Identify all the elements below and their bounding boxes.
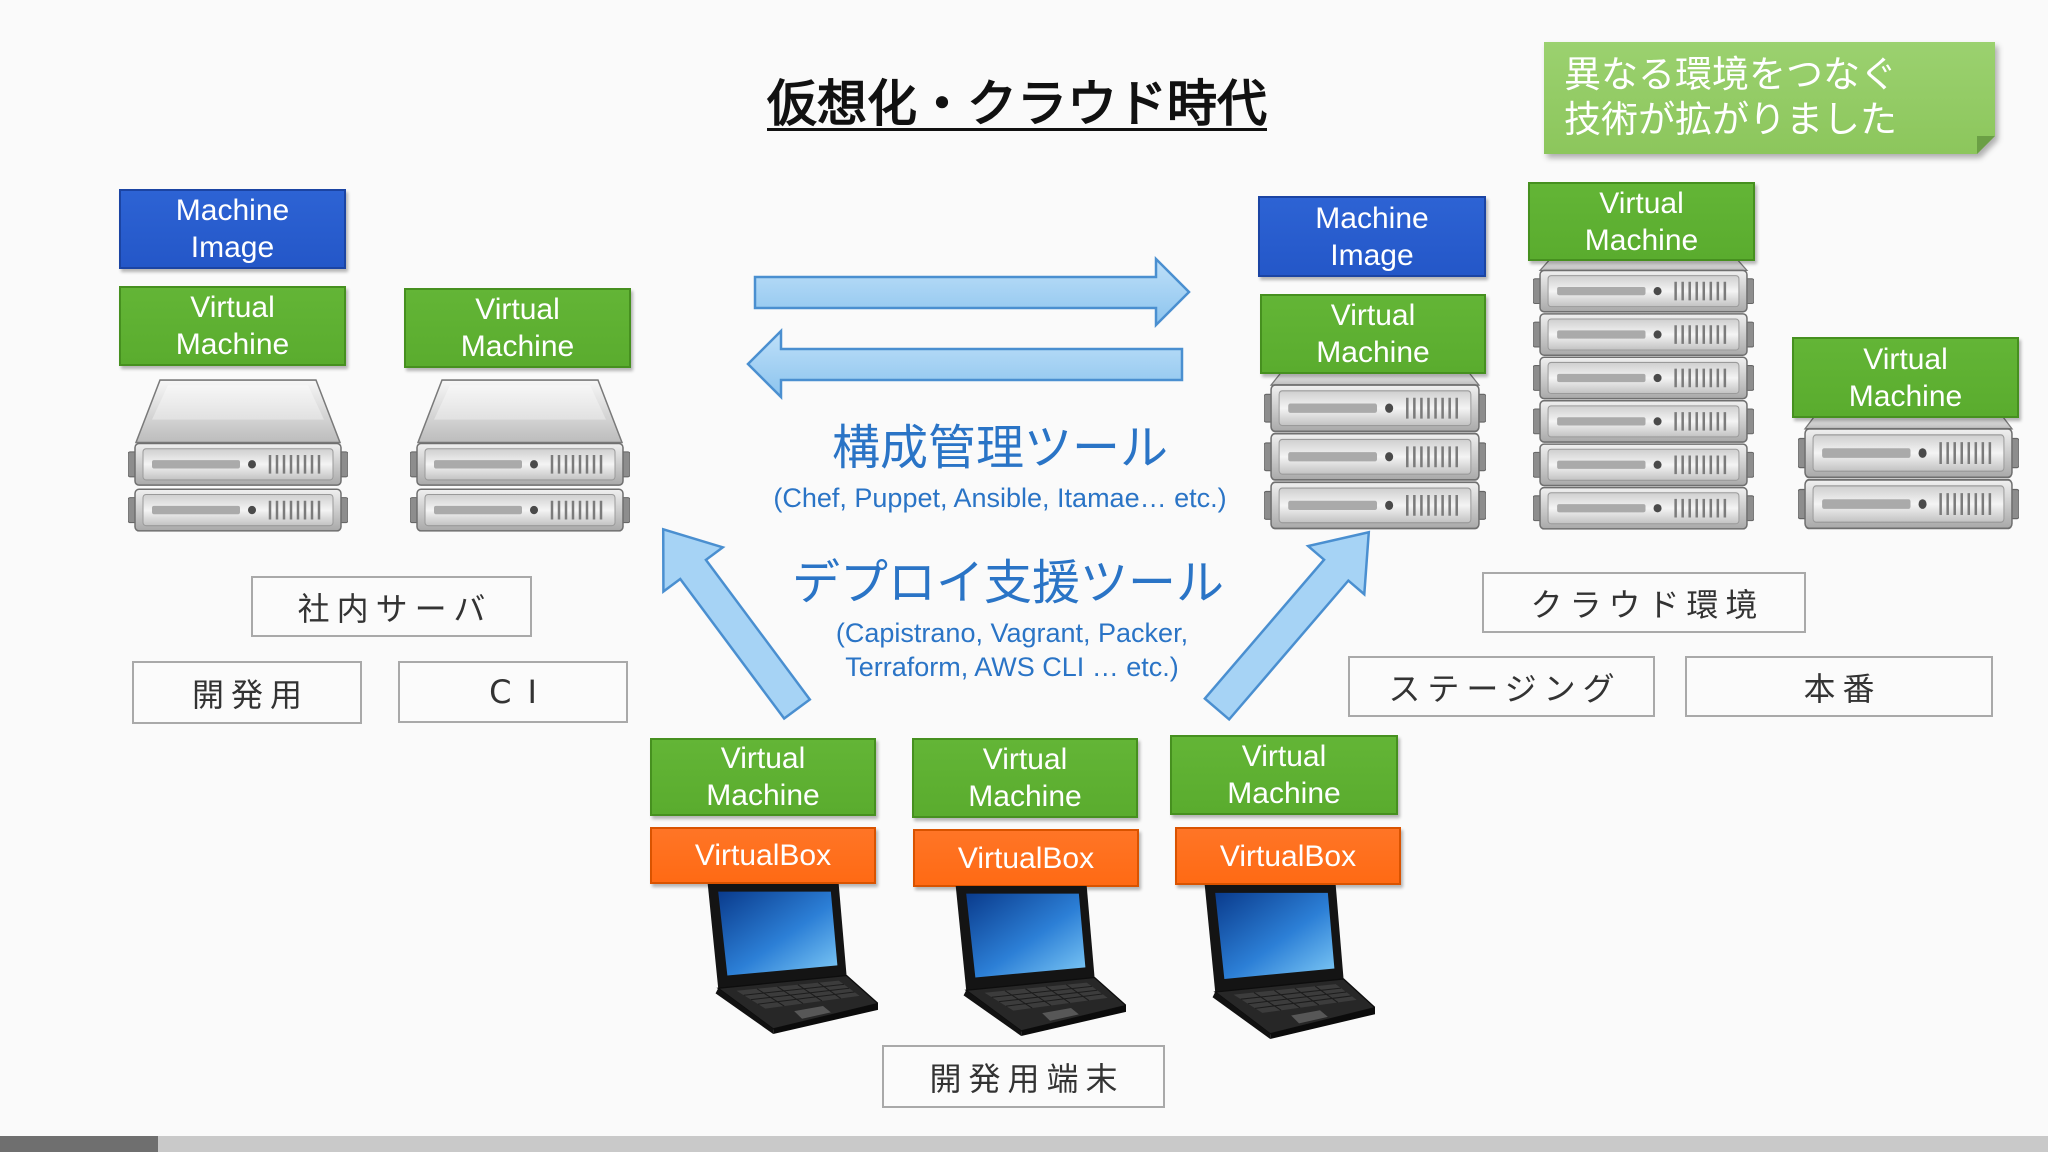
- laptop-graphic: [1204, 885, 1375, 1039]
- folded-corner: [1977, 136, 1995, 154]
- server-unit: [128, 442, 348, 487]
- config-management-title: 構成管理ツール: [831, 420, 1168, 476]
- server-unit: [1533, 269, 1754, 313]
- machine-image-box: Machine Image: [119, 189, 346, 269]
- server-icon: [1264, 370, 1486, 530]
- laptop-icon: [955, 886, 1126, 1036]
- server-unit: [410, 488, 630, 532]
- virtual-machine-box: Virtual Machine: [1170, 735, 1398, 815]
- deploy-support-title: デプロイ支援ツール: [791, 555, 1224, 611]
- server-unit: [1533, 356, 1754, 400]
- laptop-icon: [1204, 885, 1375, 1039]
- server-unit: [1533, 312, 1754, 357]
- virtualbox-box: VirtualBox: [913, 829, 1139, 887]
- machine-image-box: Machine Image: [1258, 196, 1486, 277]
- server-unit: [1264, 383, 1486, 433]
- server-icon: [128, 379, 348, 532]
- virtual-machine-box: Virtual Machine: [650, 738, 876, 816]
- deploy-support-examples: (Capistrano, Vagrant, Packer, Terraform,…: [835, 618, 1189, 682]
- virtual-machine-box: Virtual Machine: [1528, 182, 1755, 261]
- virtual-machine-box: Virtual Machine: [1792, 337, 2019, 418]
- laptop-icon: [707, 884, 878, 1034]
- virtual-machine-box: Virtual Machine: [119, 286, 346, 366]
- callout-text: 異なる環境をつなぐ 技術が拡がりました: [1544, 42, 1995, 154]
- server-unit: [1264, 481, 1486, 530]
- callout-note: 異なる環境をつなぐ 技術が拡がりました: [1544, 42, 1995, 154]
- production-label: 本番: [1685, 656, 1993, 717]
- server-cap: [417, 379, 623, 444]
- server-unit: [1264, 432, 1486, 482]
- video-progress-bar[interactable]: [0, 1136, 2048, 1152]
- server-icon: [1533, 257, 1754, 530]
- slide-title: 仮想化・クラウド時代: [767, 75, 1267, 133]
- server-unit: [1533, 486, 1754, 530]
- laptop-graphic: [707, 884, 878, 1034]
- on-premise-label: 社内サーバ: [251, 576, 532, 637]
- virtual-machine-box: Virtual Machine: [1260, 294, 1486, 374]
- server-cap: [135, 379, 341, 444]
- dev-terminal-label: 開発用端末: [882, 1045, 1165, 1108]
- cloud-label: クラウド環境: [1482, 572, 1806, 633]
- laptop-graphic: [955, 886, 1126, 1036]
- server-icon: [410, 379, 630, 532]
- config-management-examples: (Chef, Puppet, Ansible, Itamae… etc.): [773, 483, 1227, 513]
- progress-fill: [0, 1136, 158, 1152]
- sync-left-arrow-icon: [746, 327, 1184, 401]
- server-unit: [1533, 443, 1754, 487]
- server-unit: [1798, 427, 2019, 479]
- server-unit: [410, 442, 630, 487]
- server-unit: [1798, 478, 2019, 530]
- sync-right-arrow-icon: [753, 255, 1191, 329]
- server-icon: [1798, 413, 2019, 530]
- server-unit: [128, 488, 348, 532]
- virtualbox-box: VirtualBox: [1175, 827, 1401, 885]
- development-label: 開発用: [132, 661, 362, 724]
- staging-label: ステージング: [1348, 656, 1655, 717]
- server-unit: [1533, 399, 1754, 444]
- ci-label: CI: [398, 661, 628, 723]
- virtual-machine-box: Virtual Machine: [912, 738, 1138, 818]
- virtual-machine-box: Virtual Machine: [404, 288, 631, 368]
- virtualbox-box: VirtualBox: [650, 827, 876, 884]
